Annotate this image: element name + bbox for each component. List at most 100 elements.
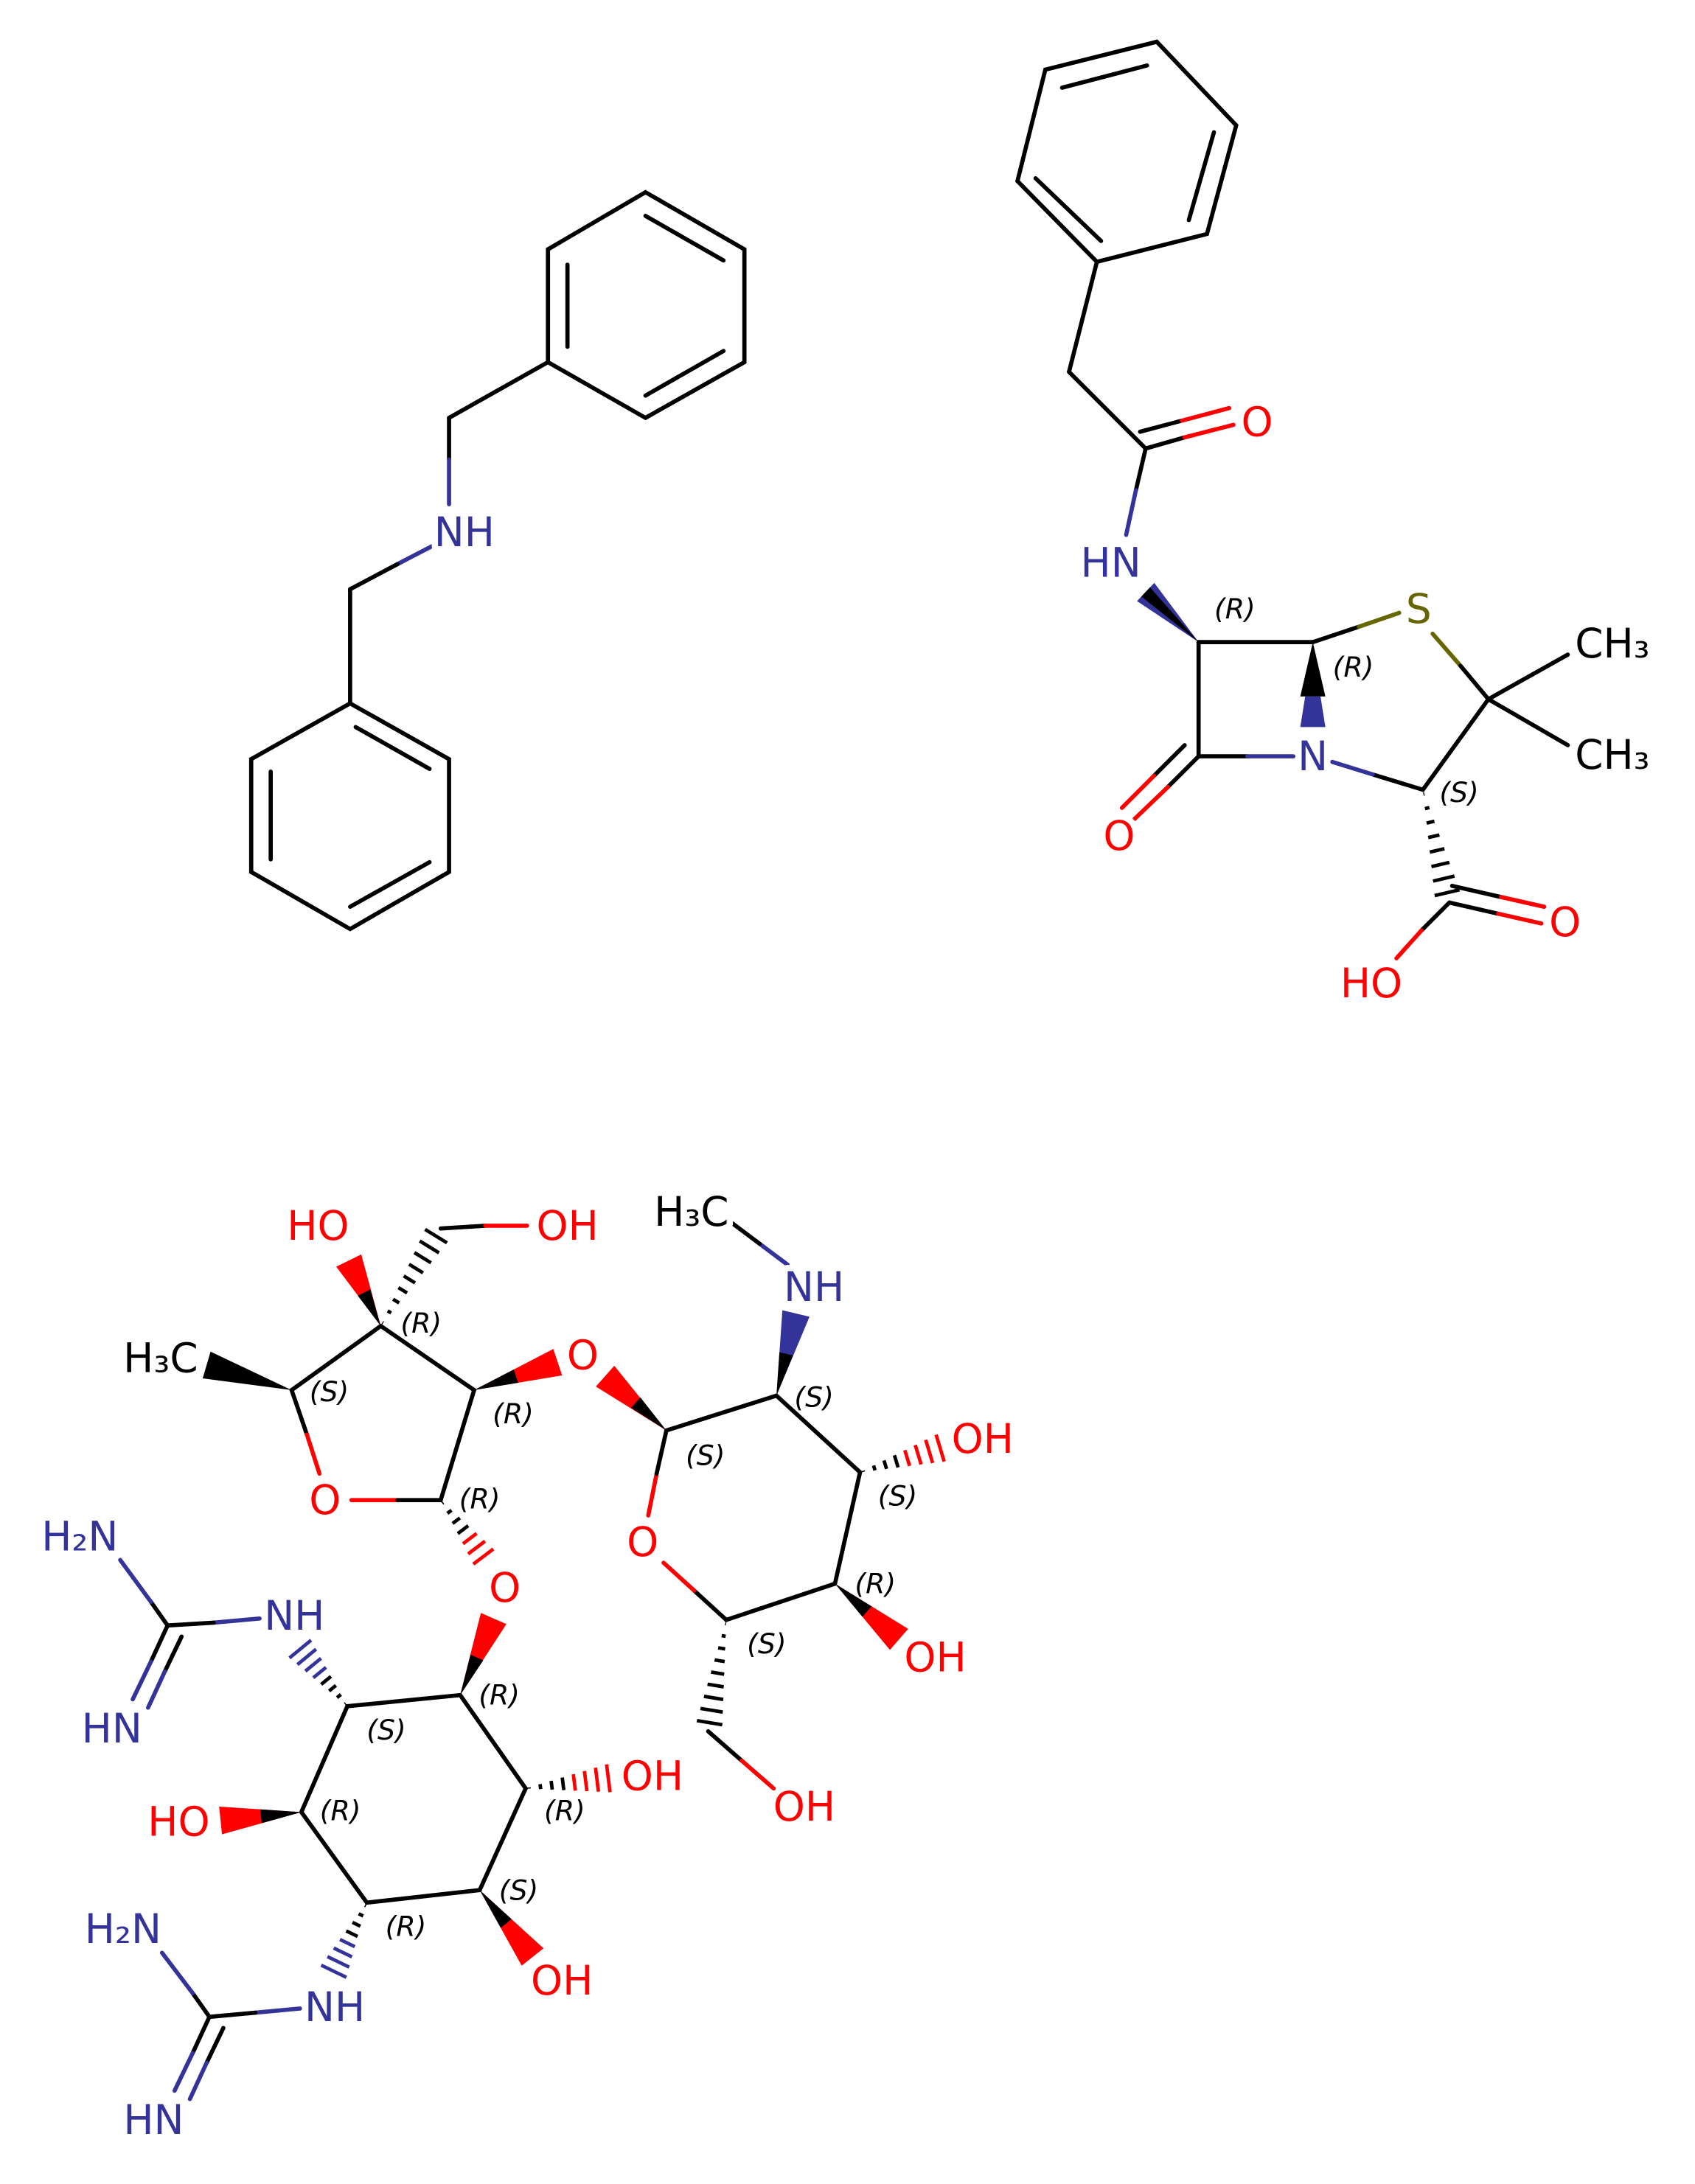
- wedge-bond: [479, 1890, 512, 1928]
- hashed-wedge-bond: [288, 1639, 347, 1706]
- hash-mark: [1434, 887, 1461, 898]
- hash-mark: [335, 1693, 342, 1699]
- atom-label-hn: HN: [82, 1705, 142, 1752]
- hash-mark: [327, 1684, 338, 1693]
- atom-label-o: O: [1549, 899, 1581, 946]
- hash-mark: [344, 1702, 347, 1706]
- hash-mark: [288, 1639, 313, 1660]
- hash-mark: [696, 1718, 723, 1727]
- hash-mark: [1426, 819, 1435, 825]
- hash-mark: [1433, 874, 1455, 883]
- wedge-bond: [260, 1809, 302, 1824]
- atom-label-h2n: H₂N: [41, 1513, 118, 1560]
- hash-mark: [549, 1780, 554, 1790]
- stereo-label: (R): [544, 1795, 585, 1827]
- stereo-label: (R): [855, 1568, 896, 1600]
- stereo-label: (S): [310, 1375, 349, 1408]
- wedge-bond: [219, 1807, 302, 1835]
- atom-label-o: O: [627, 1518, 658, 1566]
- stereo-label: (S): [686, 1440, 725, 1472]
- wedge-bond: [1300, 696, 1326, 728]
- hash-mark: [1424, 806, 1430, 811]
- hash-mark: [1427, 833, 1440, 840]
- hash-mark: [451, 1516, 462, 1525]
- hash-mark: [605, 1764, 612, 1793]
- stereo-label: (R): [459, 1482, 501, 1515]
- atom-label-n: N: [1298, 733, 1328, 780]
- hash-mark: [711, 1670, 725, 1676]
- hash-mark: [363, 1903, 367, 1908]
- hashed-wedge-bond: [696, 1622, 727, 1727]
- streptomycin-molecule: HO OH H₃C NH H₃C O O OH O OH O OH H₂N NH…: [35, 1182, 1020, 2150]
- atom-label-ch3: CH₃: [1575, 731, 1649, 778]
- atom-label-oh: OH: [531, 1957, 593, 2004]
- hash-mark: [358, 1912, 364, 1918]
- stereo-label: (R): [1333, 651, 1374, 683]
- hash-mark: [327, 1955, 350, 1969]
- atom-label-o: O: [567, 1332, 599, 1379]
- hash-mark: [386, 1309, 392, 1315]
- atom-label-o: O: [489, 1564, 521, 1611]
- hash-mark: [871, 1465, 877, 1471]
- atom-label-nh: NH: [264, 1592, 324, 1639]
- atom-label-ch3: CH₃: [1575, 620, 1649, 667]
- penicillin-molecule: O HN S CH₃ CH₃ N O O HO (R) (R) (S): [1014, 39, 1656, 1013]
- atom-label-ho: HO: [287, 1202, 349, 1249]
- hash-mark: [582, 1770, 589, 1792]
- stereo-label: (R): [478, 1679, 520, 1712]
- wedge-bond: [474, 1370, 518, 1390]
- hash-mark: [320, 1964, 347, 1979]
- hashed-wedge-bond: [320, 1903, 367, 1979]
- hash-mark: [882, 1459, 888, 1470]
- hashed-wedge-bond: [441, 1501, 495, 1566]
- phenyl-ring: [1014, 39, 1239, 265]
- stereo-label: (R): [386, 1910, 427, 1942]
- hash-mark: [934, 1434, 946, 1462]
- atom-label-oh: OH: [773, 1783, 835, 1830]
- hash-mark: [703, 1695, 724, 1701]
- hash-mark: [1429, 847, 1445, 854]
- atom-label-hn: HN: [1081, 539, 1141, 586]
- wedge-bond: [776, 1352, 793, 1396]
- hash-mark: [352, 1920, 361, 1928]
- hash-mark: [333, 1946, 353, 1958]
- hash-mark: [296, 1647, 318, 1667]
- stereo-label: (R): [493, 1398, 534, 1430]
- wedge-bond: [1141, 587, 1199, 643]
- hash-mark: [419, 1239, 440, 1255]
- atom-label-nh: NH: [304, 1984, 365, 2031]
- wedge-bond: [835, 1583, 872, 1617]
- hash-mark: [560, 1777, 566, 1790]
- atom-label-o: O: [309, 1476, 341, 1524]
- hashed-wedge-bond: [527, 1764, 612, 1793]
- stereo-label: (S): [499, 1874, 538, 1906]
- stereo-label: (S): [366, 1714, 406, 1746]
- stereo-label: (S): [794, 1381, 833, 1413]
- stereo-label: (S): [747, 1627, 786, 1660]
- hash-mark: [903, 1449, 911, 1467]
- hashed-wedge-bond: [381, 1227, 448, 1325]
- atom-label-nh: NH: [784, 1263, 844, 1311]
- hashed-wedge-bond: [861, 1434, 946, 1473]
- hash-mark: [424, 1227, 448, 1245]
- hash-mark: [892, 1454, 900, 1468]
- atom-label-o: O: [1103, 812, 1135, 859]
- stereo-label: (R): [320, 1795, 361, 1827]
- atom-label-ho: HO: [1340, 960, 1402, 1007]
- atom-label-oh: OH: [537, 1202, 599, 1249]
- atom-label-h2n: H₂N: [85, 1905, 161, 1953]
- dibenzylamine-molecule: NH: [248, 189, 747, 932]
- hash-mark: [441, 1501, 445, 1505]
- hash-mark: [304, 1656, 322, 1673]
- hash-mark: [924, 1439, 935, 1464]
- hash-mark: [1430, 860, 1450, 869]
- hash-mark: [717, 1646, 725, 1651]
- hash-mark: [397, 1285, 408, 1295]
- atom-label-h3c: H₃C: [123, 1334, 198, 1381]
- hash-mark: [320, 1675, 333, 1686]
- stereo-label: (S): [1439, 776, 1478, 809]
- hash-mark: [312, 1666, 327, 1680]
- hash-mark: [446, 1508, 453, 1515]
- wedge-bond: [358, 1289, 381, 1326]
